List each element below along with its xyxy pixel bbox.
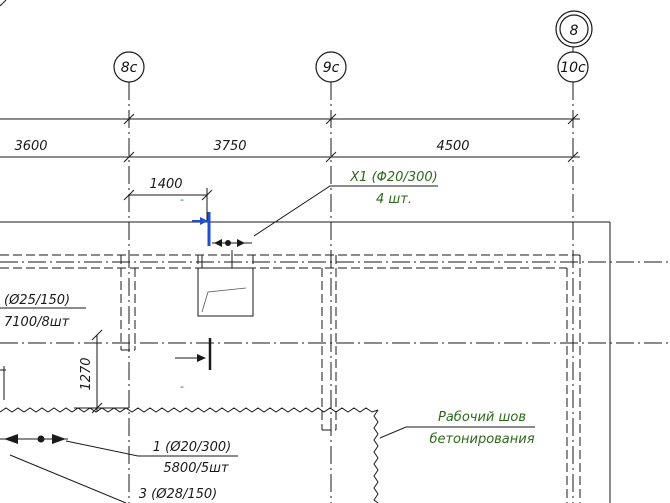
hidden-lines xyxy=(0,254,581,503)
tick-8c-top xyxy=(123,113,135,125)
tick-10c-bottom xyxy=(567,151,579,163)
leader-joint xyxy=(379,426,535,439)
section-marker-black[interactable] xyxy=(175,338,212,370)
callout-left-top: (Ø25/150) xyxy=(4,293,70,308)
axis-bubble-10c[interactable]: 10c xyxy=(557,51,589,83)
tick-10c-top xyxy=(567,113,579,125)
rebar-x1[interactable] xyxy=(212,239,252,247)
tick-9c-top xyxy=(325,113,337,125)
construction-joint-zigzag xyxy=(0,407,379,413)
callout-joint-bottom: бетонирования xyxy=(429,432,534,447)
callout-rebar-1-top: 1 (Ø20/300) xyxy=(153,440,232,455)
dimension-3750: 3750 xyxy=(213,139,246,154)
tick-9c-bottom xyxy=(325,151,337,163)
dimension-1400-label: 1400 xyxy=(149,177,182,192)
dimension-1400 xyxy=(123,188,213,222)
pit-box[interactable] xyxy=(197,267,254,317)
wall-outline xyxy=(0,221,611,503)
tick-8c-bottom xyxy=(123,151,135,163)
axis-bubble-9c[interactable]: 9c xyxy=(315,51,347,83)
axis-label-8: 8 xyxy=(570,23,579,39)
dimension-chain xyxy=(0,113,580,163)
axis-bubble-8c[interactable]: 8c xyxy=(113,51,145,83)
callout-joint-top: Рабочий шов xyxy=(438,410,526,425)
construction-joint-zigzag-vertical xyxy=(373,409,379,503)
axis-label-8c: 8c xyxy=(121,60,138,76)
axis-label-9c: 9c xyxy=(323,60,340,76)
edge-marker-left xyxy=(0,366,6,400)
callout-x1-top: X1 (Φ20/300) xyxy=(349,170,437,185)
callout-rebar-3-top: 3 (Ø28/150) xyxy=(139,487,218,502)
corner-line xyxy=(0,0,7,7)
section-marker-blue[interactable] xyxy=(192,212,211,246)
rebar-1[interactable] xyxy=(0,434,68,444)
callout-rebar-1-bottom: 5800/5шт xyxy=(163,461,229,476)
callout-x1-bottom: 4 шт. xyxy=(376,192,412,207)
axis-bubble-8[interactable]: 8 xyxy=(555,10,593,48)
leader-x1 xyxy=(253,185,438,237)
dimension-4500: 4500 xyxy=(436,139,469,154)
leader-rebar-3 xyxy=(9,454,127,503)
leader-rebar-1 xyxy=(65,440,238,457)
axis-label-10c: 10c xyxy=(560,60,586,76)
small-dash-mark: - xyxy=(180,193,184,206)
callout-left-bottom: 7100/8шт xyxy=(4,315,70,330)
dimension-3600: 3600 xyxy=(14,139,47,154)
small-dash-mark-2: - xyxy=(180,380,184,393)
pit-slope xyxy=(201,287,247,313)
dimension-1270-label: 1270 xyxy=(79,357,94,390)
axis-lines xyxy=(128,82,574,503)
